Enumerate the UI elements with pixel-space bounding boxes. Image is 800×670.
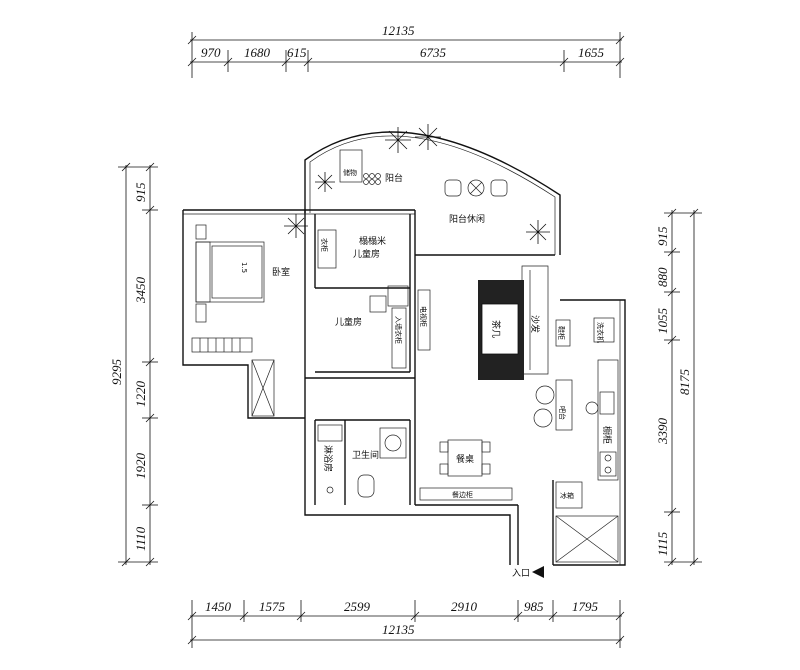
left-dim-5: 1110 [133, 526, 148, 551]
bathroom: 淋浴房 卫生间 [317, 424, 407, 498]
top-dim-2: 1680 [244, 45, 271, 60]
top-dimensions: 12135 970 1680 615 6735 1655 [187, 23, 625, 78]
tv-cabinet-label: 电视柜 [419, 306, 428, 327]
walls [182, 131, 626, 566]
toilet [357, 474, 375, 498]
bottom-dim-2: 1575 [259, 599, 286, 614]
kids-room-1: 衣柜 榻榻米 儿童房 [317, 229, 386, 269]
coffee-table-label: 茶几 [490, 320, 502, 338]
entrance: 入口 [512, 566, 544, 579]
plant-icon [284, 124, 550, 244]
sofa [521, 265, 549, 375]
sofa-label: 沙发 [529, 315, 541, 333]
kids-room-2-label: 儿童房 [335, 316, 362, 328]
washer [593, 317, 615, 343]
bathroom-label: 卫生间 [352, 449, 379, 461]
bottom-dim-3: 2599 [344, 599, 371, 614]
bottom-dim-1: 1450 [205, 599, 232, 614]
desk [369, 295, 387, 313]
bedroom: 1.5 卧室 [191, 224, 290, 417]
armchair [533, 408, 553, 428]
shower-label: 淋浴房 [322, 445, 334, 472]
fridge [555, 481, 583, 509]
balcony-cabinet [339, 149, 363, 183]
dining-label: 餐桌 [456, 453, 474, 465]
armchair [535, 385, 555, 405]
top-dim-4: 6735 [420, 45, 447, 60]
lounge-chairs-icon [444, 179, 508, 197]
wardrobe-2 [317, 229, 337, 269]
bed [195, 241, 265, 303]
right-dim-5: 1115 [655, 531, 670, 556]
bottom-dimensions: 1450 1575 2599 2910 985 1795 12135 [187, 599, 625, 648]
left-dim-4: 1920 [133, 453, 148, 480]
entrance-arrow-icon [532, 566, 544, 578]
sideboard [419, 487, 513, 501]
balcony-lounge-label: 阳台休闲 [449, 213, 485, 225]
kids-room-2: 儿童房 入墙衣柜 [335, 285, 409, 369]
counter [597, 359, 619, 481]
storage [555, 515, 619, 563]
dining-table [447, 439, 483, 477]
bottom-dim-4: 2910 [451, 599, 478, 614]
living-room: 电视柜 茶几 沙发 鞋柜 [417, 265, 571, 428]
sink [379, 427, 407, 459]
bar-label: 吧台 [558, 406, 567, 420]
top-dim-3: 615 [287, 45, 307, 60]
wardrobe-3 [391, 307, 407, 369]
stove [599, 451, 617, 477]
bedroom-closet [251, 359, 275, 417]
left-dim-1: 915 [133, 182, 148, 202]
wardrobe-3-label: 入墙衣柜 [394, 316, 403, 344]
top-dim-5: 1655 [578, 45, 605, 60]
top-total-dim: 12135 [382, 23, 415, 38]
dining-area: 餐桌 餐边柜 [419, 439, 513, 501]
right-total-dim: 8175 [677, 369, 692, 396]
right-dim-4: 3390 [655, 418, 670, 446]
right-dim-3: 1055 [655, 308, 670, 335]
shoe-cabinet [555, 319, 571, 347]
left-total-dim: 9295 [109, 359, 124, 386]
washer-label: 洗衣机 [596, 322, 605, 343]
shoe-cabinet-label: 鞋柜 [557, 326, 566, 340]
right-dim-2: 880 [655, 267, 670, 287]
entrance-label: 入口 [512, 568, 530, 579]
balcony-cabinet-label: 储物 [343, 168, 357, 177]
bar-counter [555, 379, 573, 431]
right-dimensions: 915 880 1055 3390 1115 8175 [655, 208, 702, 567]
balcony-label: 阳台 [385, 172, 403, 184]
left-dimensions: 9295 915 3450 1220 1920 1110 [109, 162, 158, 567]
bottom-dim-6: 1795 [572, 599, 599, 614]
kitchen-label: 橱柜 [601, 426, 613, 444]
right-dim-1: 915 [655, 226, 670, 246]
kids-room-1-label: 榻榻米 [359, 235, 386, 247]
kids-room-1-sub-label: 儿童房 [353, 248, 380, 260]
top-dim-1: 970 [201, 45, 221, 60]
left-dim-2: 3450 [133, 277, 148, 305]
coffee-table [481, 303, 519, 355]
tv-cabinet [417, 289, 431, 351]
kitchen: 洗衣机 吧台 橱柜 冰箱 [555, 317, 619, 563]
balcony-area: 储物 阳台 阳台休闲 [284, 124, 550, 244]
wardrobe-2-label: 衣柜 [320, 238, 329, 252]
balcony-rings-icon [363, 173, 381, 185]
wardrobe-1 [191, 337, 253, 353]
sideboard-label: 餐边柜 [452, 490, 473, 499]
left-dim-3: 1220 [133, 381, 148, 408]
bed-size-label: 1.5 [240, 262, 248, 273]
bottom-dim-5: 985 [524, 599, 544, 614]
bottom-total-dim: 12135 [382, 622, 415, 637]
fridge-label: 冰箱 [560, 491, 574, 500]
bedroom-label: 卧室 [272, 266, 290, 278]
